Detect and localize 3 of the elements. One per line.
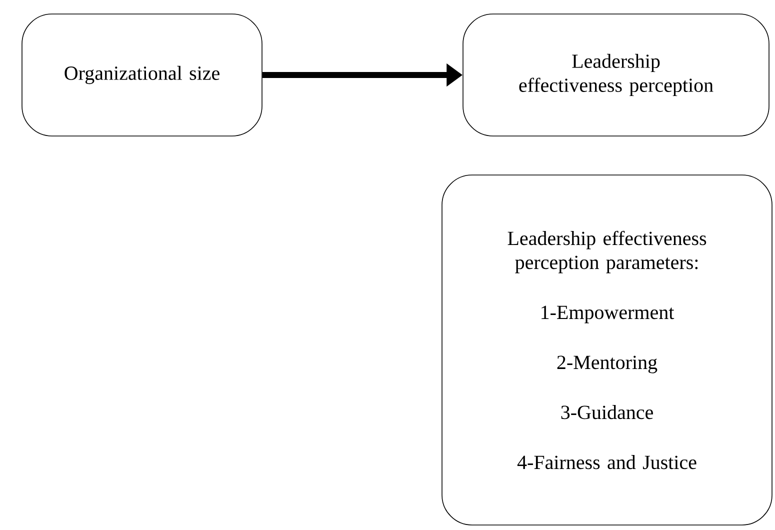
- rounded-box: Organizational size: [22, 14, 262, 136]
- rounded-box: Leadership effectiveness perception parameters: 1-Empowerment 2-Mentoring 3-Guidance 4-Fairness and Justice: [442, 174, 772, 526]
- rounded-box: Leadership effectiveness perception: [462, 14, 770, 136]
